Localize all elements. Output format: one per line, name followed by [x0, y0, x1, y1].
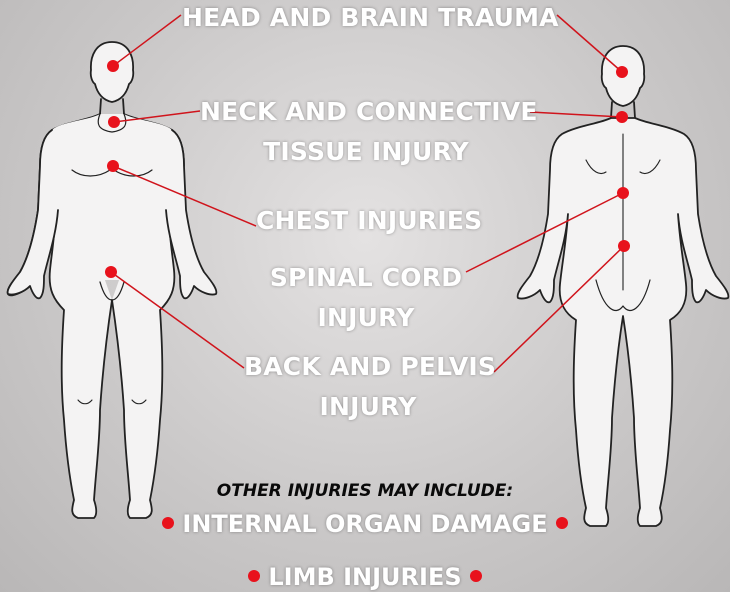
marker-spine-back	[617, 187, 629, 199]
marker-pelvis-front	[105, 266, 117, 278]
label-back-line1: BACK AND PELVIS	[244, 347, 492, 387]
label-back-pelvis: BACK AND PELVIS INJURY	[244, 347, 492, 427]
marker-lowback-back	[618, 240, 630, 252]
label-neck-connective: NECK AND CONNECTIVE TISSUE INJURY	[200, 92, 532, 172]
marker-head-front	[107, 60, 119, 72]
other-item-internal-organ: INTERNAL ORGAN DAMAGE	[0, 510, 730, 538]
leader-line-head-front	[113, 15, 181, 66]
bullet-dot	[556, 517, 568, 529]
leader-line-neck-back	[530, 112, 622, 117]
label-spinal-line1: SPINAL CORD	[268, 258, 464, 298]
leader-line-head-back	[557, 15, 622, 72]
other-injuries-header: OTHER INJURIES MAY INCLUDE:	[0, 481, 730, 501]
label-neck-line2: TISSUE INJURY	[200, 132, 532, 172]
marker-head-back	[616, 66, 628, 78]
bullet-dot	[470, 570, 482, 582]
label-back-line2: INJURY	[244, 387, 492, 427]
bullet-dot	[248, 570, 260, 582]
marker-chest-front	[107, 160, 119, 172]
label-chest-injuries: CHEST INJURIES	[256, 201, 478, 241]
label-neck-line1: NECK AND CONNECTIVE	[200, 92, 532, 132]
marker-neck-front	[108, 116, 120, 128]
label-spinal-cord: SPINAL CORD INJURY	[268, 258, 464, 338]
label-spinal-line2: INJURY	[268, 298, 464, 338]
marker-neck-back	[616, 111, 628, 123]
other-item-limb: LIMB INJURIES	[0, 563, 730, 591]
label-head-brain-trauma: HEAD AND BRAIN TRAUMA	[182, 0, 556, 38]
bullet-dot	[162, 517, 174, 529]
